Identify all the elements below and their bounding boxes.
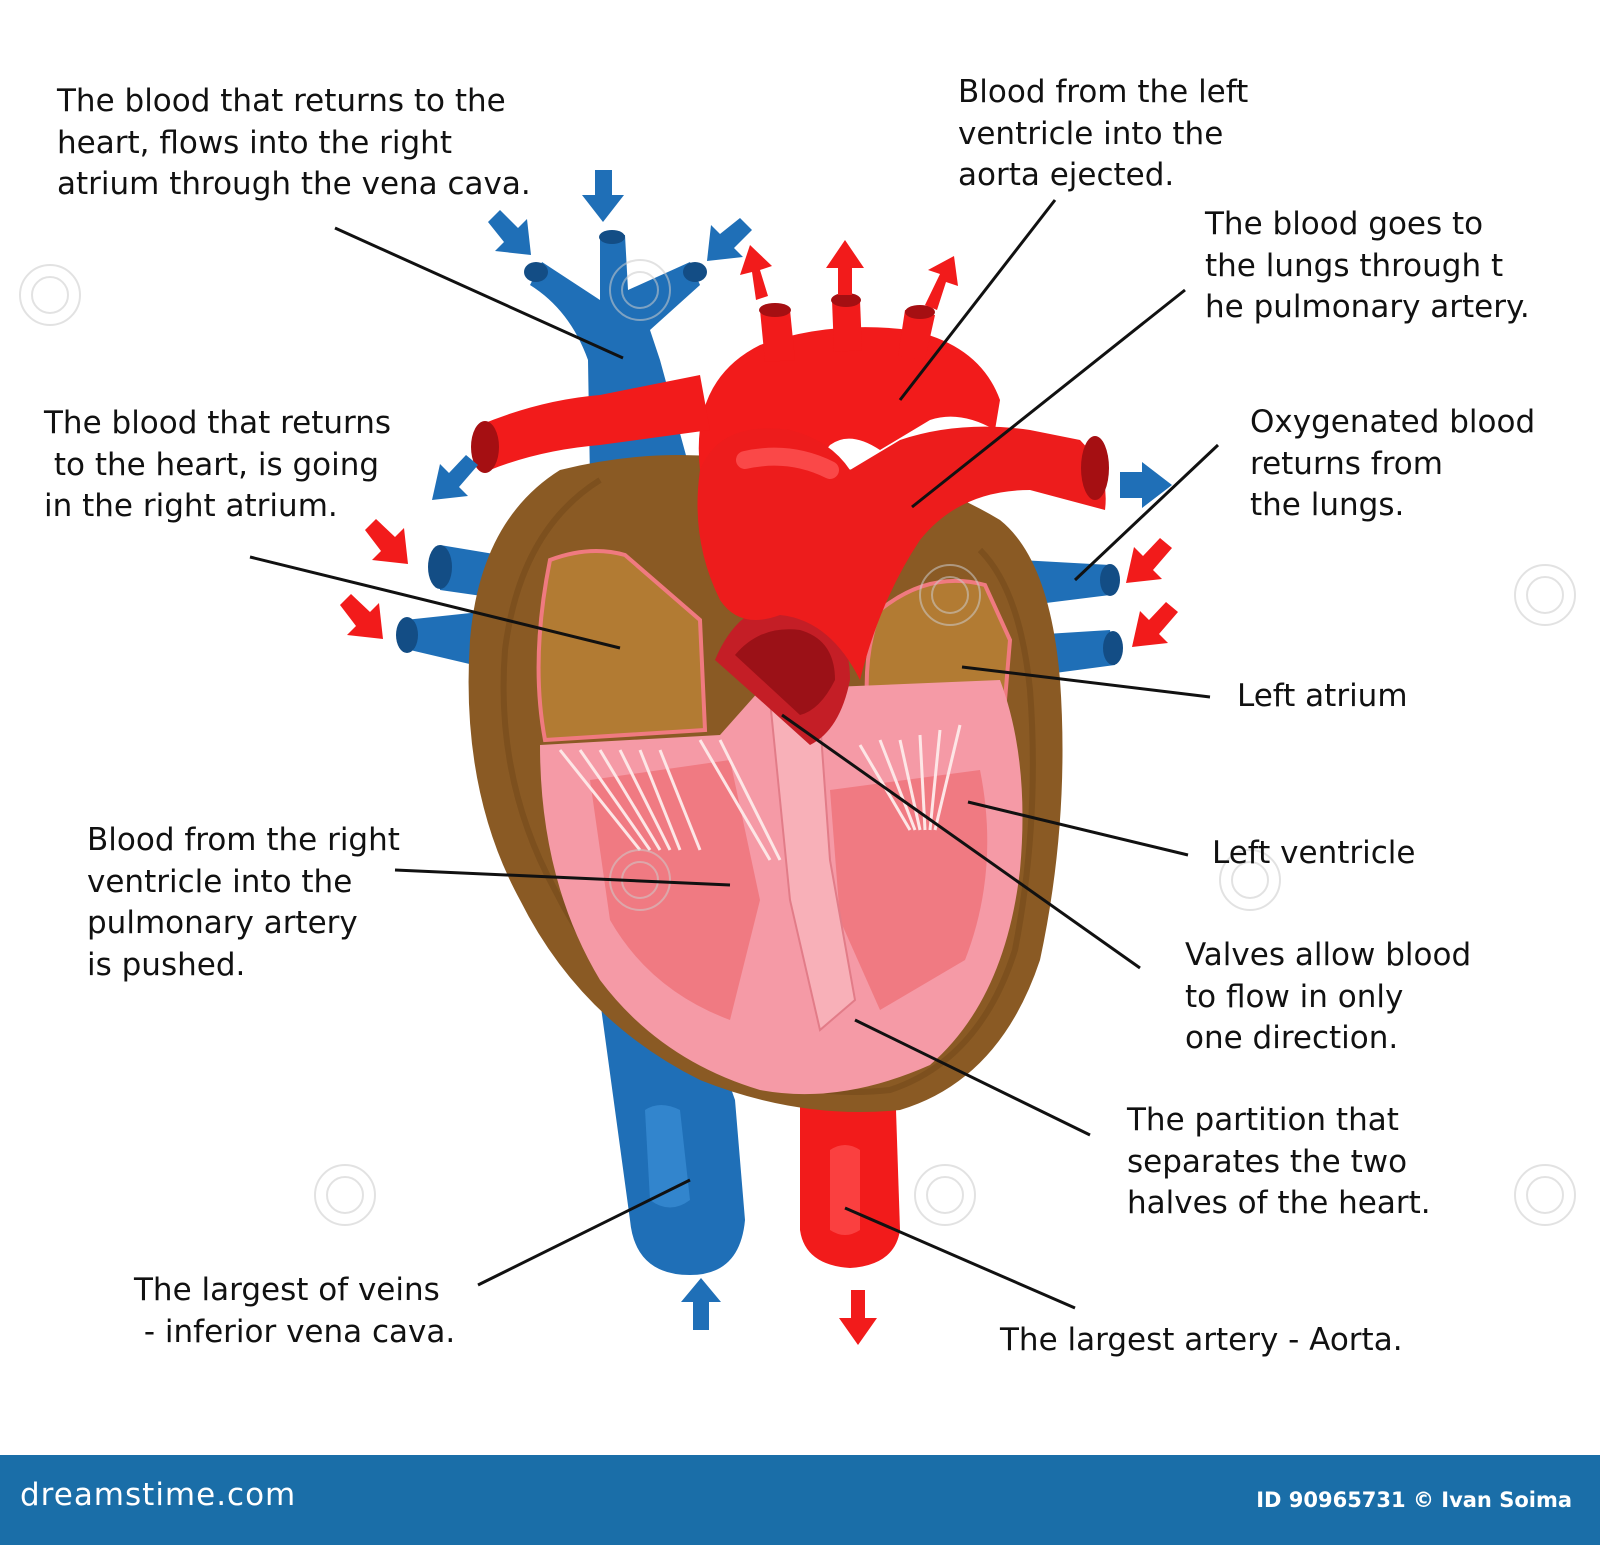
watermark-icons xyxy=(19,259,1576,1226)
arrow-up-icon xyxy=(681,1278,721,1330)
label-valves: Valves allow blood to flow in only one d… xyxy=(1185,937,1472,1056)
arrow-down-icon xyxy=(839,1290,877,1345)
arrow-diagonal-icon xyxy=(340,594,383,639)
blue-flow-arrows xyxy=(432,170,1172,1330)
arrow-diagonal-icon xyxy=(432,455,478,500)
arrow-up-icon xyxy=(740,245,772,300)
footer-credit: ID 90965731 © Ivan Soima xyxy=(1256,1488,1572,1512)
arrow-up-icon xyxy=(826,240,864,295)
aorta-branches xyxy=(759,293,935,362)
red-flow-arrows xyxy=(340,240,1178,1345)
arrow-right-icon xyxy=(1120,462,1172,508)
label-vena-cava-top: The blood that returns to the heart, flo… xyxy=(57,83,531,202)
heart-illustration xyxy=(19,170,1576,1345)
label-left-ventricle: Left ventricle xyxy=(1212,835,1416,871)
arrow-down-icon xyxy=(582,170,624,222)
arrow-diagonal-icon xyxy=(365,519,408,564)
pulmonary-artery-branch-left xyxy=(480,375,710,470)
arrow-diagonal-icon xyxy=(707,218,752,261)
label-right-ventricle: Blood from the right ventricle into the … xyxy=(87,822,400,983)
footer-logo: dreamstime.com xyxy=(20,1477,297,1513)
arrow-diagonal-icon xyxy=(488,210,531,255)
footer-bar: dreamstime.com ID 90965731 © Ivan Soima xyxy=(0,1455,1600,1545)
arrow-diagonal-icon xyxy=(1126,538,1172,583)
chordae-right xyxy=(558,739,782,861)
leader-lines xyxy=(249,199,1220,1310)
arrow-diagonal-icon xyxy=(1132,602,1178,647)
right-atrium xyxy=(536,549,708,743)
label-aorta-bottom: The largest artery - Aorta. xyxy=(1000,1322,1403,1358)
pulmonary-artery xyxy=(697,426,1106,680)
label-oxygenated-blood: Oxygenated blood returns from the lungs. xyxy=(1250,404,1536,523)
heart-diagram: The blood that returns to the heart, flo… xyxy=(19,74,1576,1358)
label-aorta-ejected: Blood from the left ventricle into the a… xyxy=(958,74,1249,193)
label-left-atrium: Left atrium xyxy=(1237,678,1408,714)
label-right-atrium: The blood that returns to the heart, is … xyxy=(44,405,392,524)
arrow-up-icon xyxy=(925,256,958,310)
label-pulmonary-artery: The blood goes to the lungs through t he… xyxy=(1205,206,1530,325)
label-partition: The partition that separates the two hal… xyxy=(1127,1102,1431,1221)
label-inferior-vena-cava: The largest of veins - inferior vena cav… xyxy=(134,1272,456,1350)
